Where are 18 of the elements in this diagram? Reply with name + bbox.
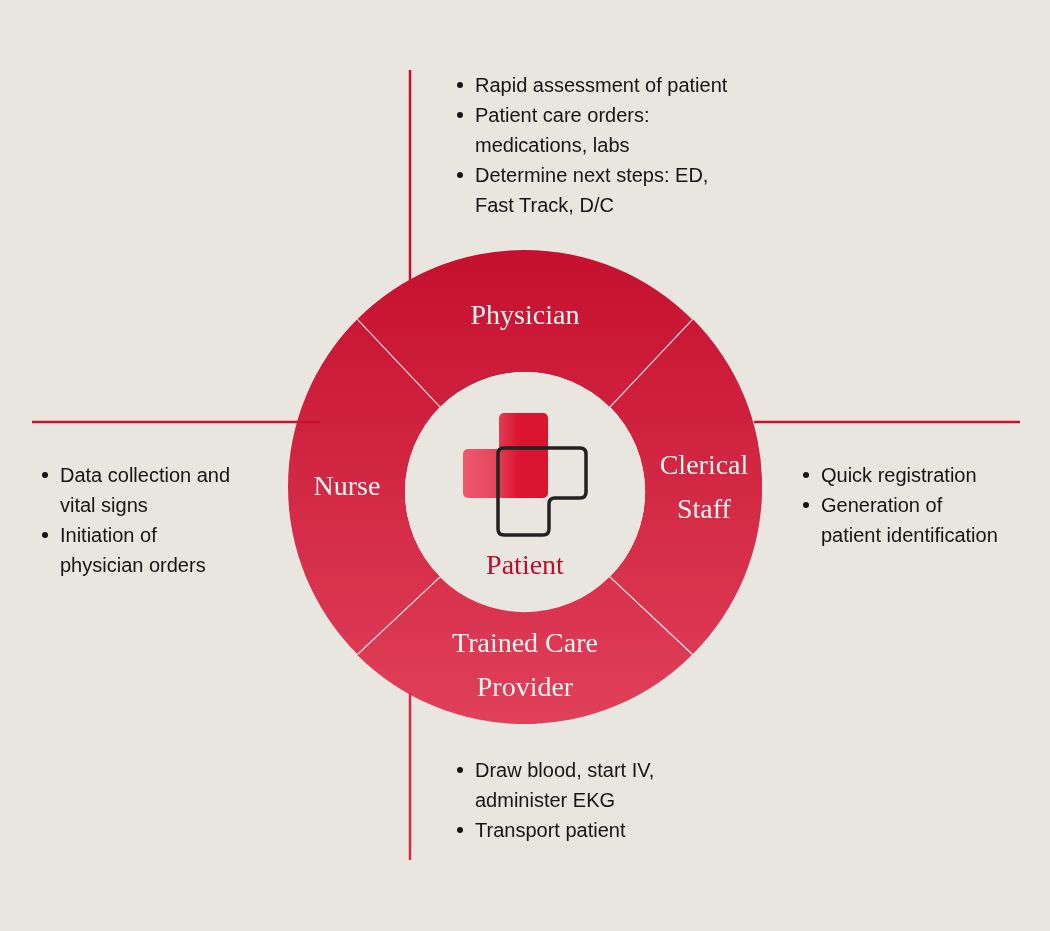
bullet-text: Determine next steps: ED, Fast Track, D/C	[475, 163, 710, 218]
ring-segment	[288, 319, 441, 655]
bullet-text: Transport patient	[475, 818, 627, 843]
ring-segment	[357, 576, 693, 724]
bullet-text: Generation of patient identification	[821, 493, 999, 548]
ring-segment	[609, 319, 762, 655]
segment-label: Physician	[469, 298, 581, 332]
bullet-text: Draw blood, start IV, administer EKG	[475, 758, 656, 813]
center-label: Patient	[486, 548, 564, 582]
ring-segment	[357, 250, 693, 408]
bullet-text: Initiation of physician orders	[60, 523, 207, 578]
bullet-text: Data collection and vital signs	[60, 463, 232, 518]
bullet-text: Quick registration	[821, 463, 978, 488]
bullet-text: Rapid assessment of patient	[475, 73, 729, 98]
segment-label: Nurse	[312, 469, 382, 503]
bullet-text: Patient care orders: medications, labs	[475, 103, 651, 158]
segment-label: Clerical Staff	[658, 448, 750, 526]
segment-label: Trained Care Provider	[451, 626, 599, 704]
